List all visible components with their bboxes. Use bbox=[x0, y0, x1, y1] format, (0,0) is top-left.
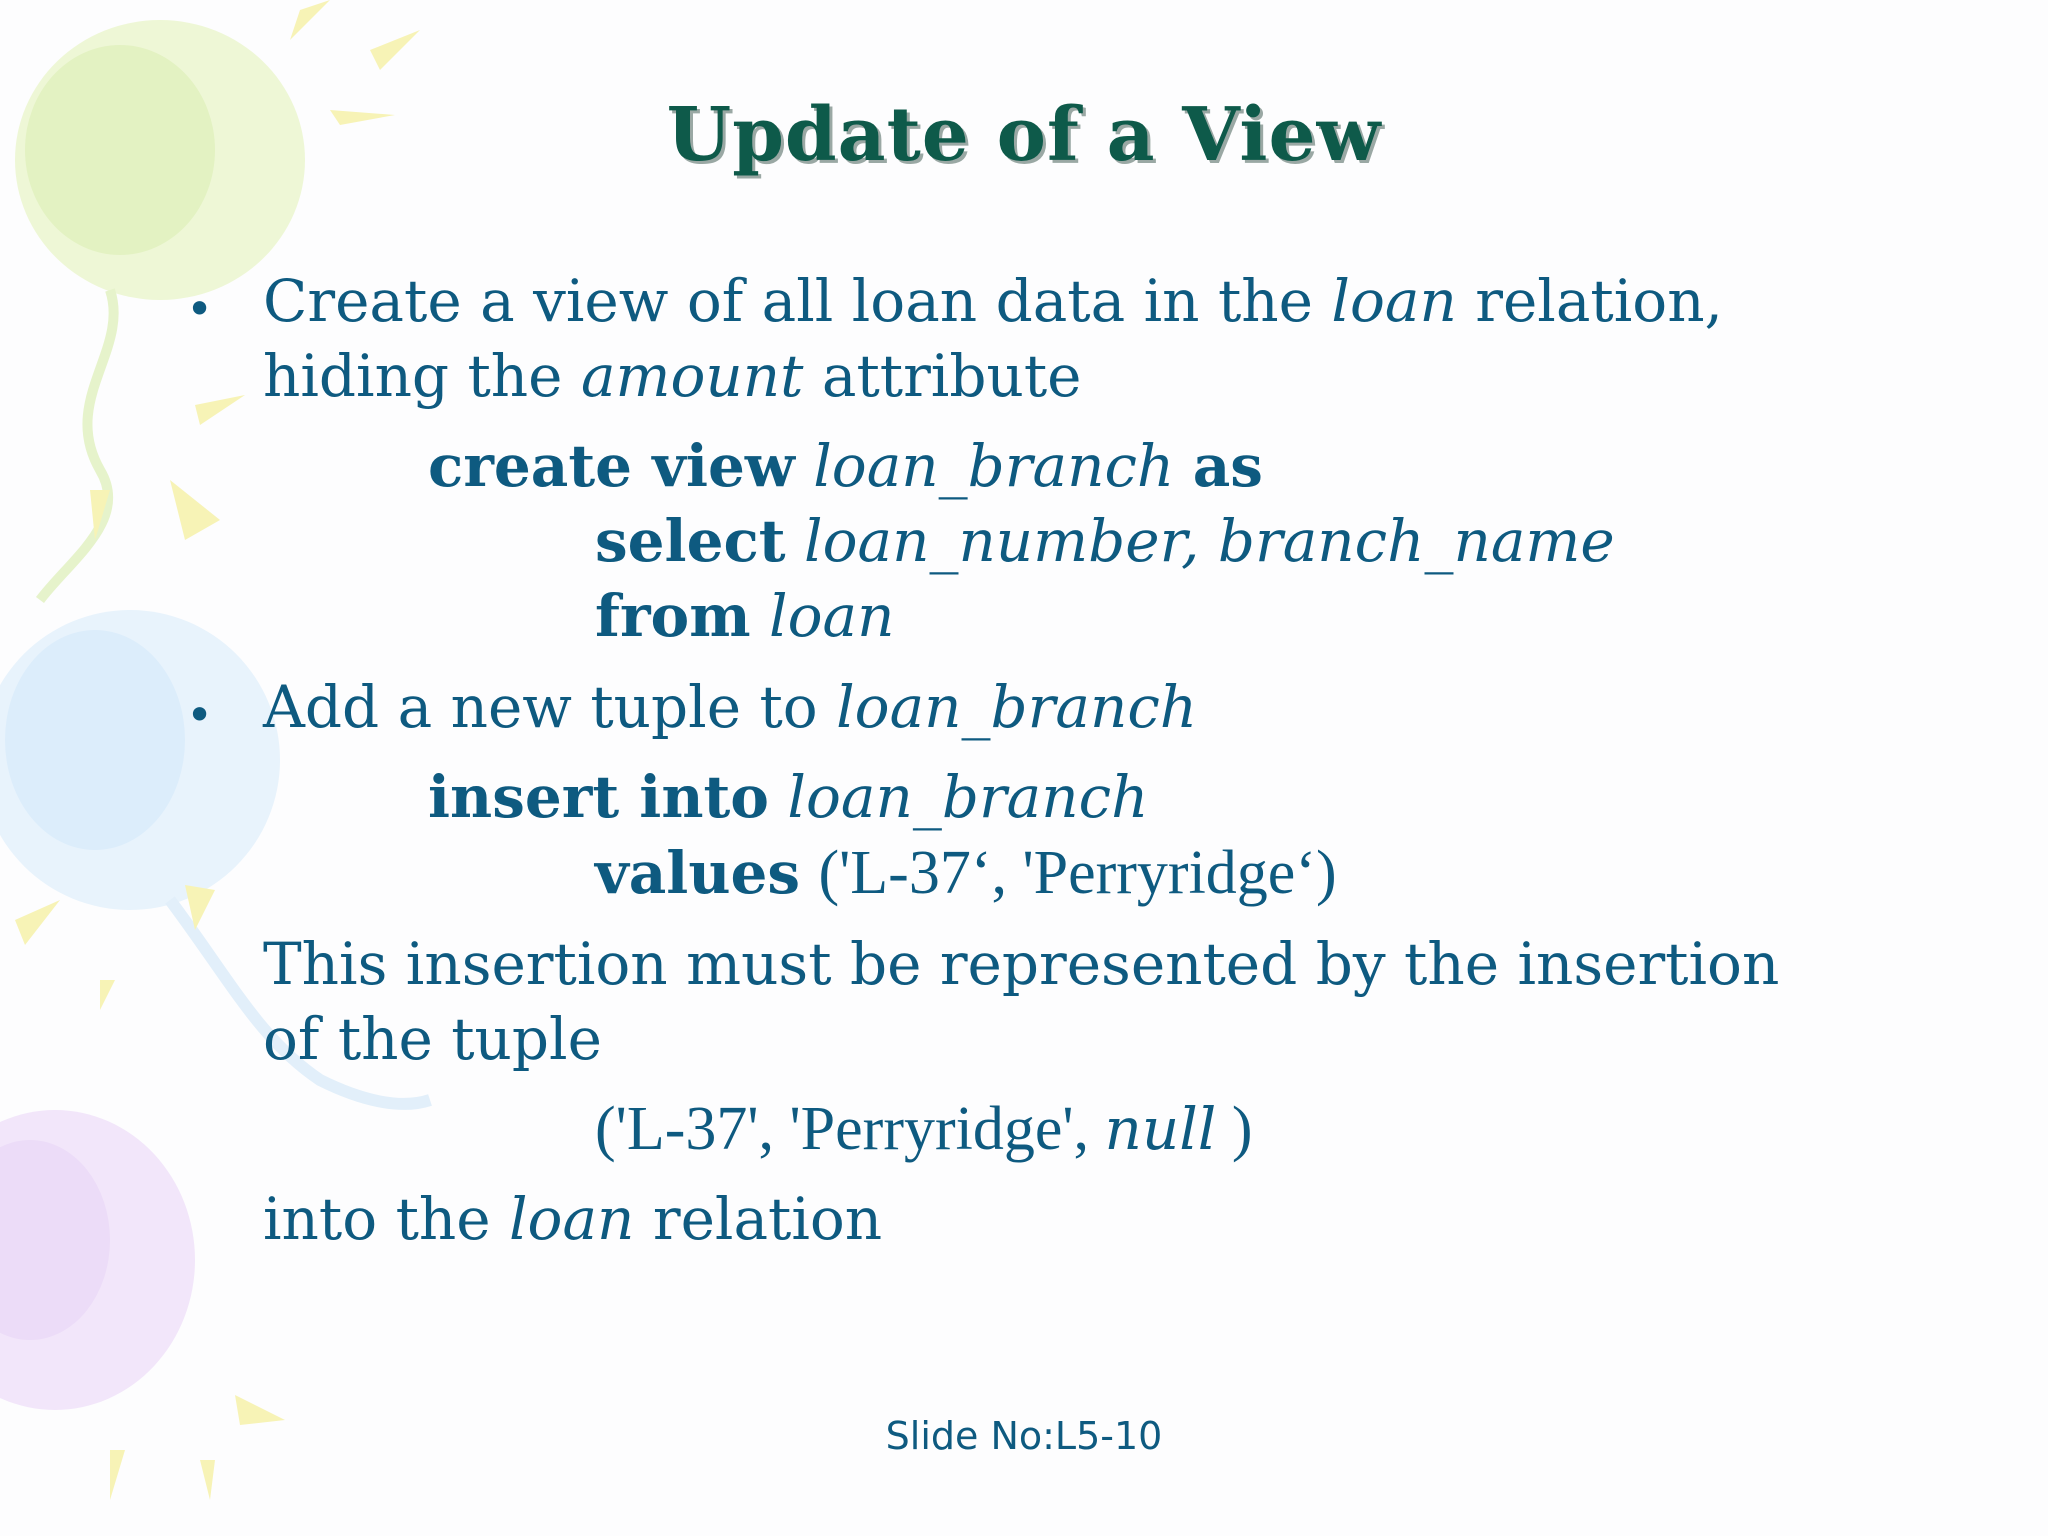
identifier: loan_number, branch_name bbox=[804, 507, 1615, 575]
text-span: into the bbox=[263, 1185, 509, 1253]
explain-line2: of the tuple bbox=[263, 1005, 602, 1073]
slide-title: Update of a View bbox=[666, 92, 1382, 178]
bullet-marker: • bbox=[186, 688, 214, 742]
identifier: loan_branch bbox=[787, 763, 1149, 831]
keyword: select bbox=[595, 507, 786, 575]
text-span: loan bbox=[509, 1185, 635, 1253]
tuple-literal: ('L-37', 'Perryridge', null ) bbox=[595, 1098, 1253, 1160]
keyword: insert into bbox=[428, 763, 769, 831]
identifier: loan_branch bbox=[813, 432, 1175, 500]
text-span: relation, bbox=[1456, 267, 1723, 335]
text-span: Add a new tuple to bbox=[263, 673, 837, 741]
text-span: ) bbox=[1216, 1095, 1253, 1163]
code-insert-into: insert into loan_branch bbox=[428, 768, 1148, 826]
slide-number: Slide No:L5-10 bbox=[885, 1414, 1163, 1458]
text-span: loan_branch bbox=[836, 673, 1198, 741]
bullet1-line2: hiding the amount attribute bbox=[263, 347, 1081, 405]
code-select: select loan_number, branch_name bbox=[595, 512, 1615, 570]
identifier: loan bbox=[769, 582, 895, 650]
bullet1-line1: Create a view of all loan data in the lo… bbox=[263, 272, 1723, 330]
sun-rays-icon bbox=[15, 0, 420, 1500]
keyword: as bbox=[1192, 432, 1263, 500]
values-literal: ('L-37‘, 'Perryridge‘) bbox=[818, 839, 1337, 907]
text-span: attribute bbox=[803, 342, 1082, 410]
code-create-view: create view loan_branch as bbox=[428, 437, 1263, 495]
text-span: ('L-37', 'Perryridge', bbox=[595, 1095, 1105, 1163]
text-span: relation bbox=[634, 1185, 883, 1253]
keyword: create view bbox=[428, 432, 795, 500]
bullet-marker: • bbox=[186, 282, 214, 336]
keyword: values bbox=[595, 839, 801, 907]
text-span: amount bbox=[580, 342, 804, 410]
explain-line3: into the loan relation bbox=[263, 1190, 882, 1248]
code-values: values ('L-37‘, 'Perryridge‘) bbox=[595, 842, 1337, 904]
text-span: hiding the bbox=[263, 342, 581, 410]
explain-line1: This insertion must be represented by th… bbox=[263, 930, 1780, 998]
code-from: from loan bbox=[595, 587, 894, 645]
text-span: Create a view of all loan data in the bbox=[263, 267, 1332, 335]
bullet2-line: Add a new tuple to loan_branch bbox=[263, 678, 1197, 736]
text-span: loan bbox=[1331, 267, 1457, 335]
text-span: null bbox=[1104, 1095, 1217, 1163]
keyword: from bbox=[595, 582, 751, 650]
